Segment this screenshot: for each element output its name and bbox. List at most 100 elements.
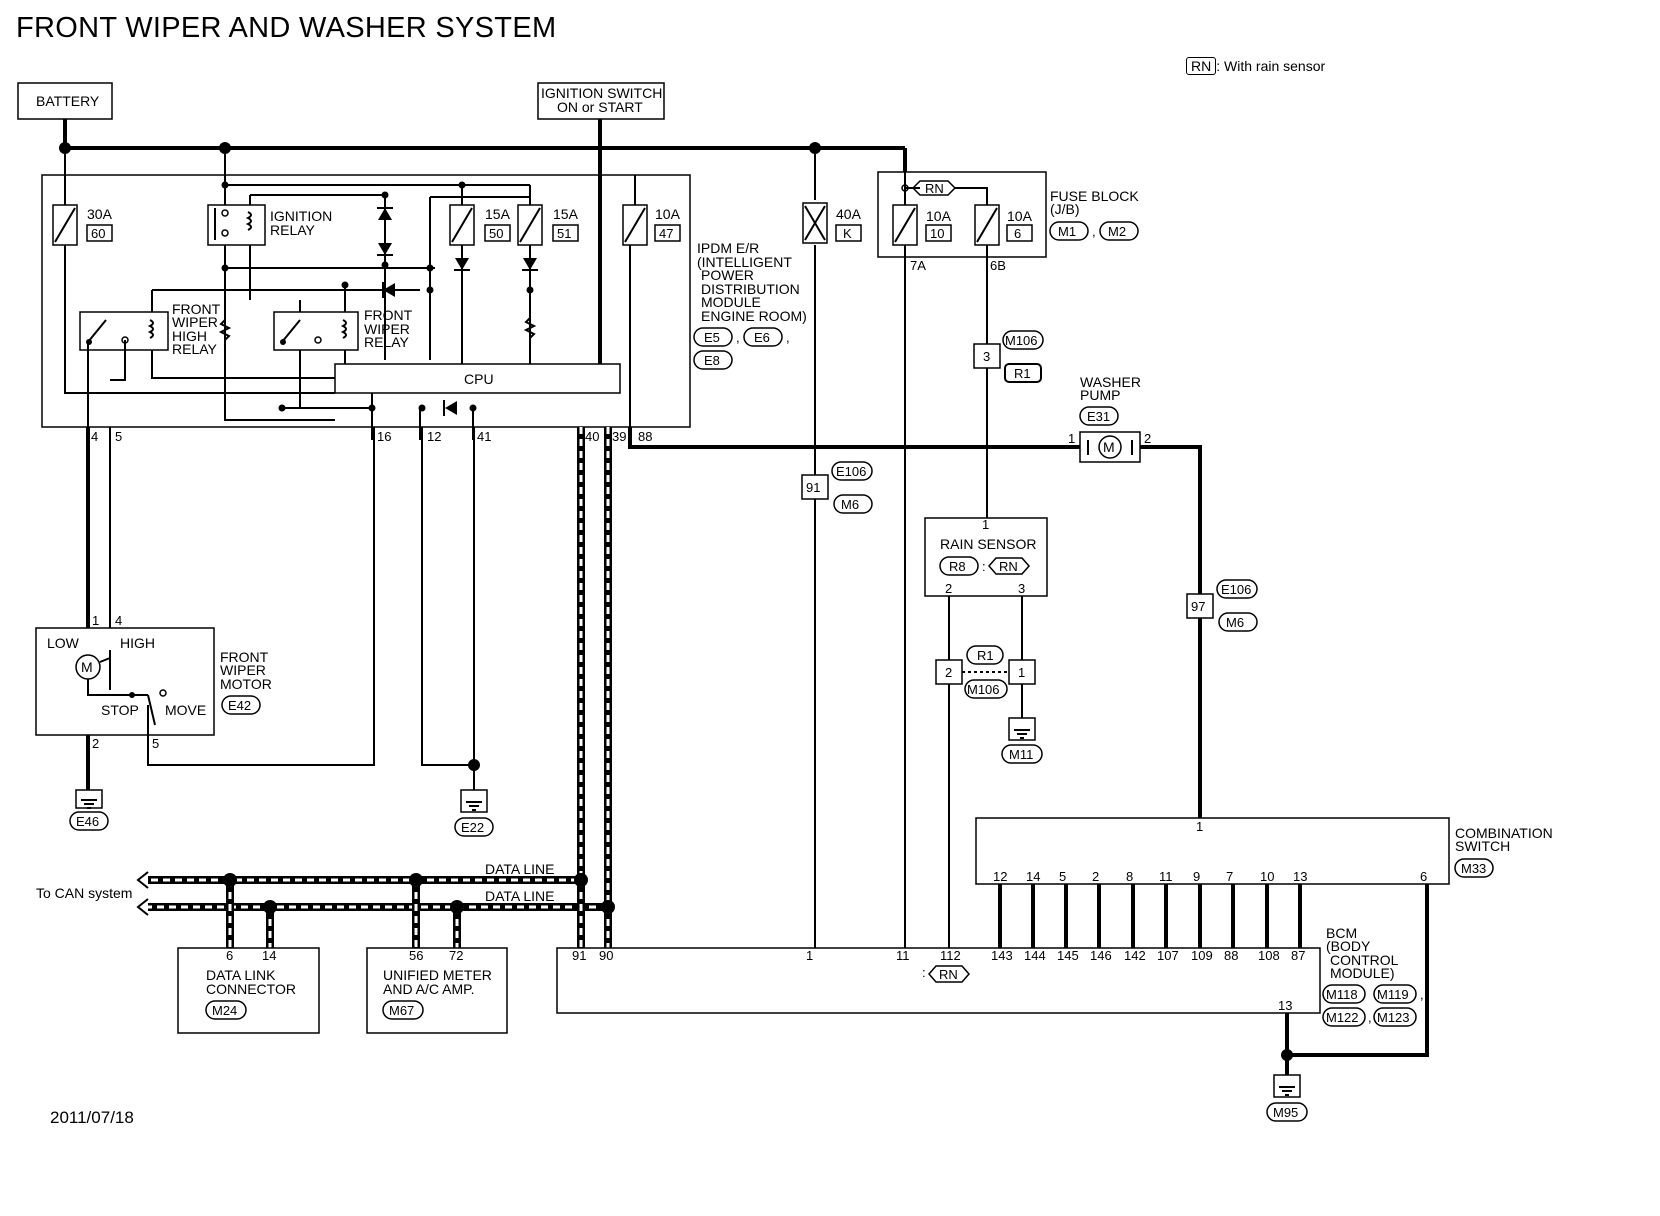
- front-wiper-motor-box: [35, 627, 215, 736]
- svg-text:10A: 10A: [1007, 208, 1033, 224]
- joint-m106: 3 M106 R1: [973, 330, 1044, 383]
- combination-ground-wire: [1287, 884, 1429, 1057]
- pin-label: 142: [1124, 948, 1146, 963]
- pin-label: 143: [991, 948, 1013, 963]
- pin-label: 144: [1024, 948, 1046, 963]
- bcm-box: [556, 947, 1321, 1014]
- ipdm-line: ENGINE ROOM): [701, 308, 807, 324]
- svg-text:41: 41: [477, 429, 491, 444]
- svg-text:R1: R1: [1014, 366, 1031, 381]
- combination-switch-label: SWITCH: [1455, 838, 1510, 854]
- ipdm-line: IPDM E/R: [697, 240, 759, 256]
- ignition-relay-label: RELAY: [270, 222, 316, 238]
- motor-connector: E42: [228, 698, 251, 713]
- svg-text:FRONT: FRONT: [172, 301, 221, 317]
- fusible-link-40a: 40A K: [802, 202, 862, 244]
- svg-text:M1: M1: [1058, 224, 1076, 239]
- fuse-amp: 15A: [485, 206, 511, 222]
- bcm-rn-tag: : RN: [922, 965, 970, 983]
- combination-switch-connector: M33: [1461, 861, 1486, 876]
- resistor: [523, 317, 537, 339]
- high-relay-label: FRONT WIPER HIGH RELAY: [172, 301, 221, 357]
- svg-text:2: 2: [945, 665, 952, 680]
- connector-tag: [693, 327, 733, 347]
- svg-text:1: 1: [92, 613, 99, 628]
- pin-label: 11: [896, 948, 910, 963]
- can-drop-lines: [226, 880, 612, 948]
- pin-label: 7: [1226, 869, 1233, 884]
- ground-e22: E22: [454, 789, 494, 837]
- junction-dot: [468, 759, 480, 771]
- legend-text: : With rain sensor: [1216, 58, 1326, 74]
- fuse-amp: 30A: [87, 206, 113, 222]
- data-line-label: DATA LINE: [485, 888, 555, 904]
- svg-text:M2: M2: [1108, 224, 1126, 239]
- rain-sensor-wiring: [948, 596, 1023, 948]
- can-system-label: To CAN system: [36, 885, 132, 901]
- svg-text:PUMP: PUMP: [1080, 387, 1120, 403]
- connector-tag: [743, 327, 783, 347]
- svg-text:M: M: [1103, 439, 1115, 455]
- svg-text:E106: E106: [836, 464, 866, 479]
- pin-label: 6: [226, 948, 233, 963]
- svg-text:E22: E22: [461, 820, 484, 835]
- connector-tag: [382, 1000, 424, 1020]
- svg-text:4: 4: [115, 613, 122, 628]
- wire-high-relay: [110, 340, 126, 381]
- svg-text:E106: E106: [1221, 582, 1251, 597]
- can-junctions: [223, 873, 615, 914]
- pin-label: 1: [806, 948, 813, 963]
- svg-text:E46: E46: [76, 814, 99, 829]
- svg-text:(BODY: (BODY: [1326, 938, 1371, 954]
- meter-label: UNIFIED METER: [383, 967, 492, 983]
- motor-move: MOVE: [165, 702, 206, 718]
- ground-m11: M11: [1001, 684, 1043, 764]
- svg-text:M106: M106: [967, 682, 1000, 697]
- svg-text:WIPER: WIPER: [220, 662, 266, 678]
- washer-pump: M WASHER PUMP E31 1 2: [1068, 374, 1151, 463]
- connector-label: E6: [754, 330, 770, 345]
- svg-text:RELAY: RELAY: [172, 341, 218, 357]
- fuse-15a-50: 15A 50: [449, 204, 511, 246]
- motor-m: M: [81, 659, 93, 675]
- svg-text:2: 2: [1144, 431, 1151, 446]
- bcm-label: BCM (BODY CONTROL MODULE): [1326, 925, 1399, 981]
- pin-label: 56: [409, 948, 423, 963]
- ipdm-junctions: [221, 181, 534, 412]
- meter-label: AND A/C AMP.: [383, 981, 475, 997]
- ipdm-label: IPDM E/R (INTELLIGENT POWER DISTRIBUTION…: [697, 240, 807, 324]
- ipdm-line: POWER: [701, 267, 754, 283]
- svg-text:,: ,: [1368, 1010, 1372, 1025]
- motor-high: HIGH: [120, 635, 155, 651]
- ground-m95: M95: [1266, 1013, 1308, 1122]
- fuse-block-node: [901, 184, 909, 192]
- can-data-line: [148, 427, 612, 911]
- pin-label: 87: [1291, 948, 1305, 963]
- pin-label: 13: [1293, 869, 1307, 884]
- pin-label: 7A: [910, 258, 926, 273]
- svg-text:16: 16: [377, 429, 391, 444]
- svg-text:WIPER: WIPER: [172, 314, 218, 330]
- connector-tag: [939, 556, 979, 576]
- pin-label: 10: [1260, 869, 1274, 884]
- rain-sensor-label: RAIN SENSOR: [940, 536, 1036, 552]
- pin-label: 112: [940, 948, 961, 963]
- svg-text:FRONT: FRONT: [364, 307, 413, 323]
- pin-label: 8: [1126, 869, 1133, 884]
- svg-text:,: ,: [786, 330, 790, 345]
- svg-text:3: 3: [983, 349, 990, 364]
- wire-washer: [628, 427, 1202, 818]
- svg-text:M122: M122: [1326, 1010, 1359, 1025]
- unified-meter-box: [366, 947, 508, 1034]
- pin-label: 108: [1258, 948, 1280, 963]
- motor-stop: STOP: [101, 702, 139, 718]
- pin-label: 1: [1196, 819, 1203, 834]
- combination-switch-wires: [998, 884, 1302, 948]
- ground-e46: E46: [69, 789, 109, 831]
- pin-label: 146: [1090, 948, 1112, 963]
- diode: [377, 207, 538, 416]
- svg-text:WASHER: WASHER: [1080, 374, 1141, 390]
- fuse-num: 50: [489, 226, 503, 241]
